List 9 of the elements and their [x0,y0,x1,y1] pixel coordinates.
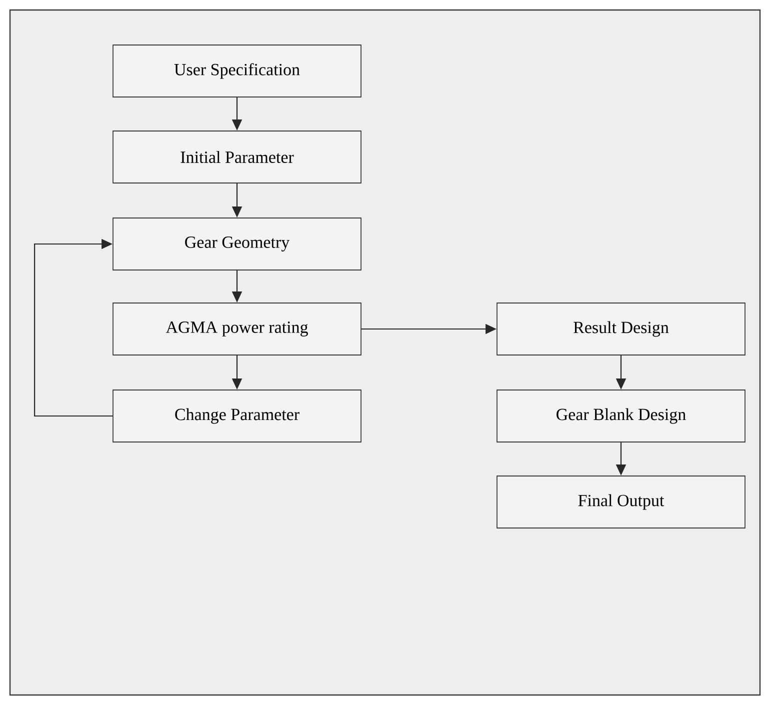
process-box: User Specification [112,44,362,98]
process-box: Initial Parameter [112,130,362,184]
process-box: Result Design [496,302,746,356]
process-box: Final Output [496,476,746,528]
arrow [34,238,113,417]
process-box: Change Parameter [112,390,362,442]
process-box: Gear Blank Design [496,390,746,442]
process-box: Gear Geometry [112,218,362,270]
process-box: AGMA power rating [112,302,362,356]
